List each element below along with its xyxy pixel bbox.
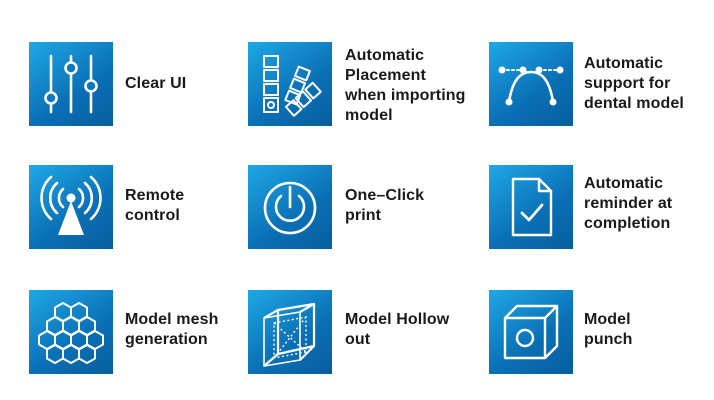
feature-label-one-click-print: One–Click print	[345, 187, 425, 224]
feature-tile-auto-support	[489, 42, 573, 126]
feature-tile-mesh-generation	[29, 290, 113, 374]
feature-tile-remote-control	[29, 165, 113, 249]
feature-label-auto-placement: Automatic Placement when importing model	[345, 47, 466, 124]
feature-label-auto-support: Automatic support for dental model	[584, 55, 684, 112]
feature-tile-hollow-out	[248, 290, 332, 374]
feature-tile-clear-ui	[29, 42, 113, 126]
feature-label-mesh-generation: Model mesh generation	[125, 311, 219, 348]
bezier-curve-icon	[498, 66, 564, 106]
feature-label-model-punch: Model punch	[584, 311, 633, 348]
feature-tile-model-punch	[489, 290, 573, 374]
wireframe-cube-icon	[263, 302, 316, 367]
feature-label-remote-control: Remote control	[125, 187, 185, 224]
feature-tile-auto-reminder	[489, 165, 573, 249]
hexagon-mesh-icon	[38, 302, 104, 364]
power-icon	[263, 181, 317, 235]
document-check-icon	[511, 177, 553, 237]
feature-label-auto-reminder: Automatic reminder at completion	[584, 175, 673, 232]
feature-label-hollow-out: Model Hollow out	[345, 311, 450, 348]
sliders-icon	[44, 54, 98, 114]
feature-tile-one-click-print	[248, 165, 332, 249]
broadcast-tower-icon	[40, 175, 102, 235]
feature-tile-auto-placement	[248, 42, 332, 126]
punched-cube-icon	[503, 304, 559, 360]
color-swatches-icon	[263, 55, 322, 117]
feature-label-clear-ui: Clear UI	[125, 75, 187, 92]
